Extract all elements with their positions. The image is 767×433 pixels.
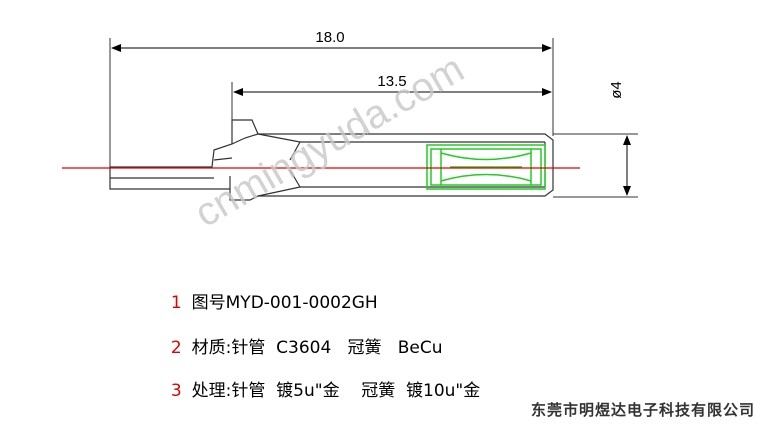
note-drawing-number: 1 图号MYD-001-0002GH: [160, 268, 378, 313]
diameter-label: ø4: [608, 81, 625, 99]
note-text: 处理:针管 镀5u"金 冠簧 镀10u"金: [191, 381, 481, 401]
note-text: 图号MYD-001-0002GH: [191, 293, 378, 313]
note-text: 材质:针管 C3604 冠簧 BeCu: [191, 338, 443, 358]
company-name: 东莞市明煜达电子科技有限公司: [530, 401, 755, 419]
tube-length-label: 13.5: [377, 73, 406, 90]
note-number: 2: [170, 338, 182, 358]
note-number: 3: [170, 381, 182, 401]
note-material: 2 材质:针管 C3604 冠簧 BeCu: [160, 313, 443, 358]
extension-lines: [109, 38, 638, 198]
watermark: cnmingyuda.com: [188, 47, 472, 236]
crown-spring: [426, 144, 546, 190]
overall-length-label: 18.0: [315, 29, 344, 46]
note-number: 1: [170, 293, 182, 313]
note-plating: 3 处理:针管 镀5u"金 冠簧 镀10u"金: [160, 356, 480, 401]
